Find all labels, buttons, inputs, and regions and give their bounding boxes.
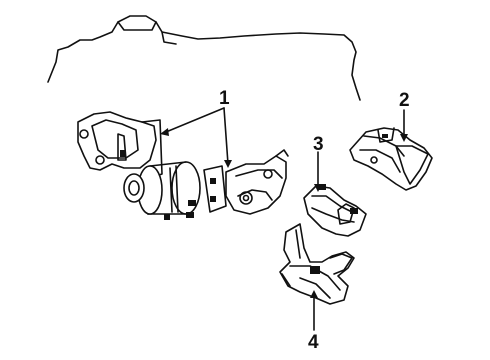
alternator-bracket-assembly — [77, 111, 201, 220]
engine-block-outline — [47, 15, 361, 101]
side-mount-insulator — [303, 184, 367, 237]
callout-3: 3 — [313, 134, 324, 155]
callout-2: 2 — [399, 90, 410, 111]
lower-bracket-mount — [279, 223, 355, 305]
callout-1: 1 — [219, 88, 230, 109]
rear-mount-insulator — [349, 127, 433, 191]
front-mount-insulator — [203, 149, 289, 215]
callout-4: 4 — [308, 332, 319, 353]
leader-lines — [160, 107, 408, 331]
